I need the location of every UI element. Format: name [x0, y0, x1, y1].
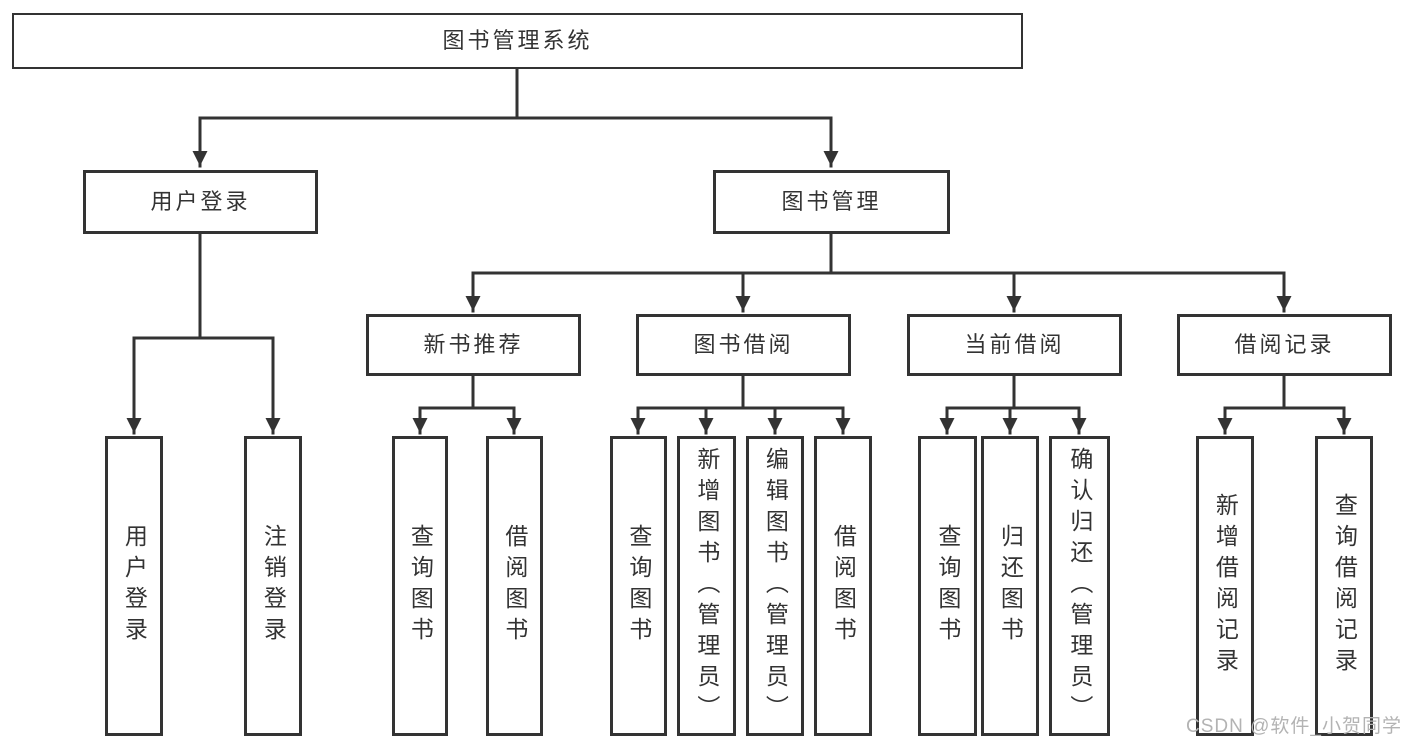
leaf-return-books: 归还图书	[981, 436, 1039, 736]
leaf-add-books-admin: 新增图书（管理员）	[677, 436, 736, 736]
leaf-query-books-borrow: 查询图书	[610, 436, 667, 736]
leaf-borrow-books-recommend: 借阅图书	[486, 436, 543, 736]
leaf-logout: 注销登录	[244, 436, 302, 736]
leaf-borrow-books: 借阅图书	[814, 436, 872, 736]
node-library-management-system: 图书管理系统	[12, 13, 1023, 69]
leaf-query-borrow-record: 查询借阅记录	[1315, 436, 1373, 736]
node-book-management: 图书管理	[713, 170, 950, 234]
leaf-edit-books-admin: 编辑图书（管理员）	[746, 436, 804, 736]
node-current-borrow: 当前借阅	[907, 314, 1122, 376]
csdn-watermark: CSDN @软件_小贺同学	[1186, 716, 1402, 737]
node-user-login: 用户登录	[83, 170, 318, 234]
node-borrow-records: 借阅记录	[1177, 314, 1392, 376]
leaf-confirm-return-admin: 确认归还（管理员）	[1049, 436, 1110, 736]
leaf-query-books-current: 查询图书	[918, 436, 977, 736]
leaf-user-login: 用户登录	[105, 436, 163, 736]
node-new-book-recommend: 新书推荐	[366, 314, 581, 376]
leaf-add-borrow-record: 新增借阅记录	[1196, 436, 1254, 736]
node-book-borrow: 图书借阅	[636, 314, 851, 376]
leaf-query-books-recommend: 查询图书	[392, 436, 448, 736]
